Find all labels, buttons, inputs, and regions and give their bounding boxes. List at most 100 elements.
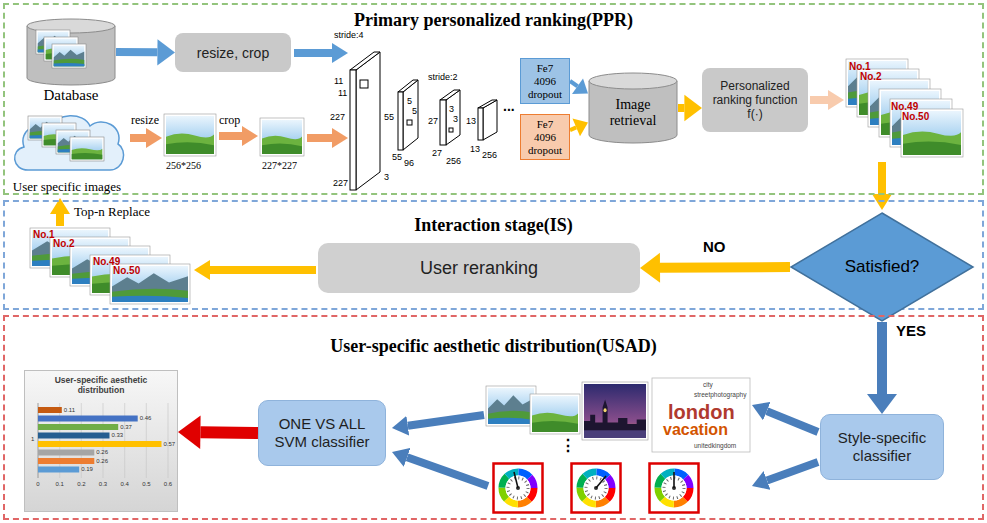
annotation: 0.57	[164, 441, 176, 448]
user-images	[28, 116, 104, 161]
cnn-layers	[398, 80, 418, 92]
annotation: 5	[407, 96, 412, 106]
connector	[570, 119, 588, 137]
decision-diamond: Satisfied?	[790, 212, 974, 322]
cnn-layers	[356, 52, 380, 190]
node-text: User reranking	[420, 257, 538, 279]
node-text: Personalized ranking function f(·)	[708, 79, 802, 121]
arrow-shaft	[877, 322, 887, 394]
annotation: 0.37	[120, 424, 132, 431]
arrow-head	[572, 78, 588, 94]
style-images	[582, 382, 648, 440]
annotation: 227*227	[262, 160, 297, 171]
stage-band: Primary personalized ranking(PPR) Databas…	[3, 3, 984, 195]
bar-chart	[38, 416, 138, 422]
annotation: crop	[219, 113, 240, 128]
annotation: 0.4	[121, 481, 129, 488]
bar-chart	[38, 424, 118, 430]
resized-images	[262, 120, 302, 154]
node-text: Database	[44, 87, 99, 104]
arrow-shaft	[200, 426, 258, 439]
band-title: Interaction stage(IS)	[414, 214, 572, 236]
node-text: Fe7 4096 dropout	[526, 118, 564, 157]
node-text: ONE VS ALL SVM classifier	[267, 415, 377, 451]
flow-arrow	[407, 457, 488, 486]
edge-label: NO	[703, 238, 726, 255]
resized-images	[164, 114, 304, 156]
cnn-layers	[398, 92, 403, 150]
feature-box: Fe7 4096 dropout	[520, 114, 570, 160]
annotation: 5	[412, 106, 417, 116]
annotation: 3	[449, 104, 454, 114]
annotation: No.2	[860, 71, 882, 82]
annotation: london	[668, 401, 735, 424]
reranked-image-stack	[30, 228, 190, 304]
annotation: city	[703, 381, 713, 388]
band-title: Primary personalized ranking(PPR)	[354, 9, 633, 31]
cnn-layers	[478, 108, 483, 140]
annotation: 227	[333, 178, 348, 188]
process-box: Personalized ranking function f(·)	[702, 68, 808, 132]
connector	[867, 322, 897, 414]
bar-chart	[103, 403, 104, 478]
annotation: vacation	[663, 421, 728, 439]
annotation: No.50	[902, 111, 929, 122]
bar-chart	[146, 403, 147, 478]
process-box: resize, crop	[175, 33, 291, 72]
node-text: User specific images	[13, 179, 121, 194]
bar-chart	[38, 407, 62, 413]
style-images	[486, 378, 750, 452]
style-images	[584, 384, 646, 438]
flow-arrow	[878, 162, 886, 194]
annotation: ⋮	[560, 436, 576, 455]
node-text: User-specific aesthetic distribution	[39, 375, 163, 395]
bar-chart	[38, 450, 94, 456]
annotation: 3	[453, 114, 458, 124]
resized-images	[166, 116, 214, 154]
node-text: resize, crop	[197, 45, 269, 61]
cnn-layers	[449, 128, 453, 132]
annotation: 3	[384, 172, 389, 182]
annotation: unitedkingdom	[694, 442, 736, 449]
annotation: 96	[404, 158, 414, 168]
flow-arrow	[307, 134, 332, 142]
cnn-layers	[350, 52, 497, 190]
annotation: 0.3	[99, 481, 107, 488]
connector	[678, 95, 702, 121]
reranked-image-stack	[112, 266, 188, 302]
annotation: 0.2	[77, 481, 85, 488]
node-text: Satisfied?	[845, 257, 920, 277]
annotation: No.2	[53, 238, 75, 249]
style-images	[652, 378, 750, 452]
color-wheel	[673, 472, 675, 488]
arrow-shaft	[678, 104, 684, 112]
annotation: stride:4	[334, 30, 364, 40]
database-images	[52, 44, 86, 68]
annotation: 227	[330, 112, 345, 122]
annotation: streetphotography	[694, 391, 746, 398]
cnn-layers	[478, 100, 497, 108]
annotation: 0.26	[96, 449, 108, 456]
annotation: 0.26	[96, 458, 108, 465]
color-wheel	[494, 464, 543, 513]
style-images	[530, 394, 580, 434]
bar-chart	[38, 441, 162, 447]
arrow-head	[867, 394, 897, 414]
annotation: 1	[31, 436, 34, 443]
arrow-shaft	[570, 127, 576, 130]
arrow-shaft	[660, 262, 790, 273]
annotation: 0.46	[140, 415, 152, 422]
annotation: 256*256	[166, 160, 201, 171]
style-images	[488, 388, 534, 424]
annotation: 0.19	[81, 466, 93, 473]
annotation: No.1	[849, 61, 871, 72]
arrow-head	[157, 39, 175, 65]
color-wheel	[514, 472, 518, 488]
reranked-image-stack	[110, 264, 190, 304]
flow-arrow	[60, 53, 882, 486]
color-wheel	[650, 464, 699, 513]
user-images	[70, 137, 104, 161]
cnn-layers	[350, 52, 380, 70]
